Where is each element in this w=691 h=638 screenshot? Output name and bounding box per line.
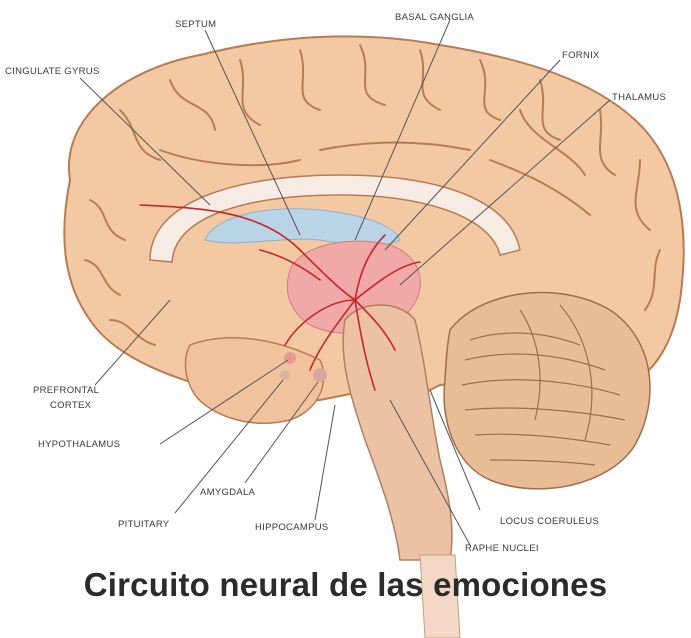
label-locus-coeruleus: LOCUS COERULEUS xyxy=(500,516,599,527)
label-hippocampus: HIPPOCAMPUS xyxy=(255,522,329,533)
label-prefrontal: PREFRONTAL xyxy=(33,385,99,396)
cerebellum xyxy=(444,293,650,489)
hypothalamus-dot xyxy=(284,352,296,364)
label-amygdala: AMYGDALA xyxy=(200,487,256,498)
label-cingulate-gyrus: CINGULATE GYRUS xyxy=(5,66,100,77)
pituitary-dot xyxy=(280,370,290,380)
amygdala-dot xyxy=(313,368,327,382)
label-hypothalamus: HYPOTHALAMUS xyxy=(38,439,120,450)
label-prefrontal-cortex: CORTEX xyxy=(50,400,92,411)
label-thalamus: THALAMUS xyxy=(612,92,666,103)
label-pituitary: PITUITARY xyxy=(118,519,170,530)
label-basal-ganglia: BASAL GANGLIA xyxy=(395,12,474,23)
label-raphe-nuclei: RAPHE NUCLEI xyxy=(465,543,539,554)
label-fornix: FORNIX xyxy=(562,50,600,61)
caption: Circuito neural de las emociones xyxy=(0,566,691,604)
label-septum: SEPTUM xyxy=(175,19,216,30)
